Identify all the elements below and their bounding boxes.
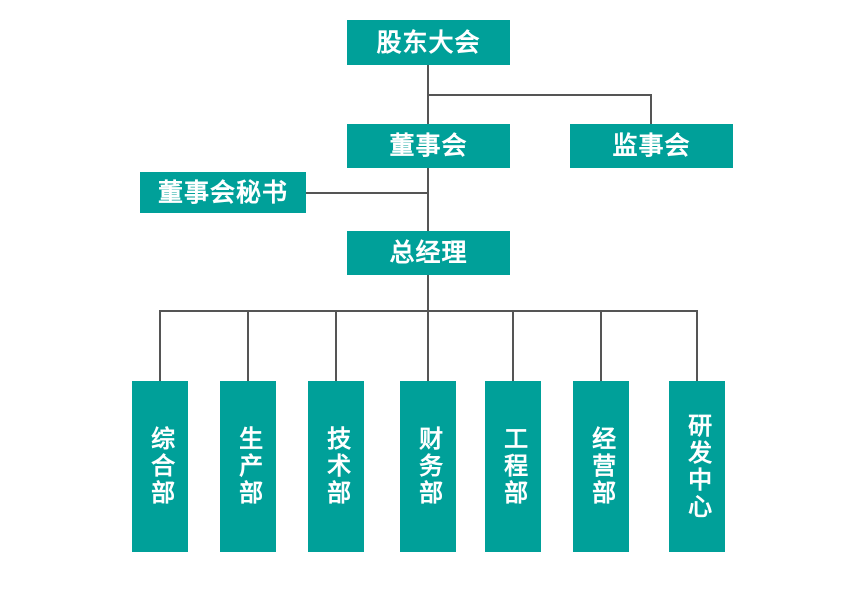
node-department-7-label: 研发中心 [683, 412, 712, 521]
node-department-1[interactable]: 综合部 [132, 381, 188, 552]
node-department-1-label: 综合部 [146, 426, 175, 507]
node-department-3-label: 技术部 [322, 426, 351, 507]
connector-level1-bus [427, 94, 652, 96]
node-shareholders-meeting-label: 股东大会 [376, 27, 481, 57]
node-department-6-label: 经营部 [587, 426, 616, 507]
connector-manager-down [427, 275, 429, 311]
node-board-of-directors-label: 董事会 [389, 131, 468, 161]
node-department-5-label: 工程部 [499, 426, 528, 507]
node-general-manager[interactable]: 总经理 [347, 231, 510, 275]
connector-department-drop-1 [159, 310, 161, 382]
connector-department-drop-5 [512, 310, 514, 382]
node-board-of-directors[interactable]: 董事会 [347, 124, 510, 168]
connector-secretary-link [306, 192, 429, 194]
node-department-5[interactable]: 工程部 [485, 381, 541, 552]
connector-department-drop-4 [427, 310, 429, 382]
node-department-2[interactable]: 生产部 [220, 381, 276, 552]
node-department-6[interactable]: 经营部 [573, 381, 629, 552]
connector-department-drop-6 [600, 310, 602, 382]
node-department-4-label: 财务部 [414, 426, 443, 507]
connector-department-drop-7 [696, 310, 698, 382]
connector-department-drop-2 [247, 310, 249, 382]
connector-board-supervisors-drop [650, 94, 652, 125]
connector-directors-to-manager [427, 167, 429, 232]
node-board-secretary[interactable]: 董事会秘书 [140, 172, 306, 213]
node-board-secretary-label: 董事会秘书 [157, 177, 288, 207]
node-board-of-supervisors-label: 监事会 [612, 131, 691, 161]
node-department-3[interactable]: 技术部 [308, 381, 364, 552]
node-board-of-supervisors[interactable]: 监事会 [570, 124, 733, 168]
connector-department-drop-3 [335, 310, 337, 382]
node-department-7[interactable]: 研发中心 [669, 381, 725, 552]
connector-board-directors-drop [427, 94, 429, 125]
connector-shareholders-down [427, 65, 429, 95]
node-department-4[interactable]: 财务部 [400, 381, 456, 552]
node-general-manager-label: 总经理 [389, 238, 468, 268]
node-department-2-label: 生产部 [234, 426, 263, 507]
node-shareholders-meeting[interactable]: 股东大会 [347, 20, 510, 65]
